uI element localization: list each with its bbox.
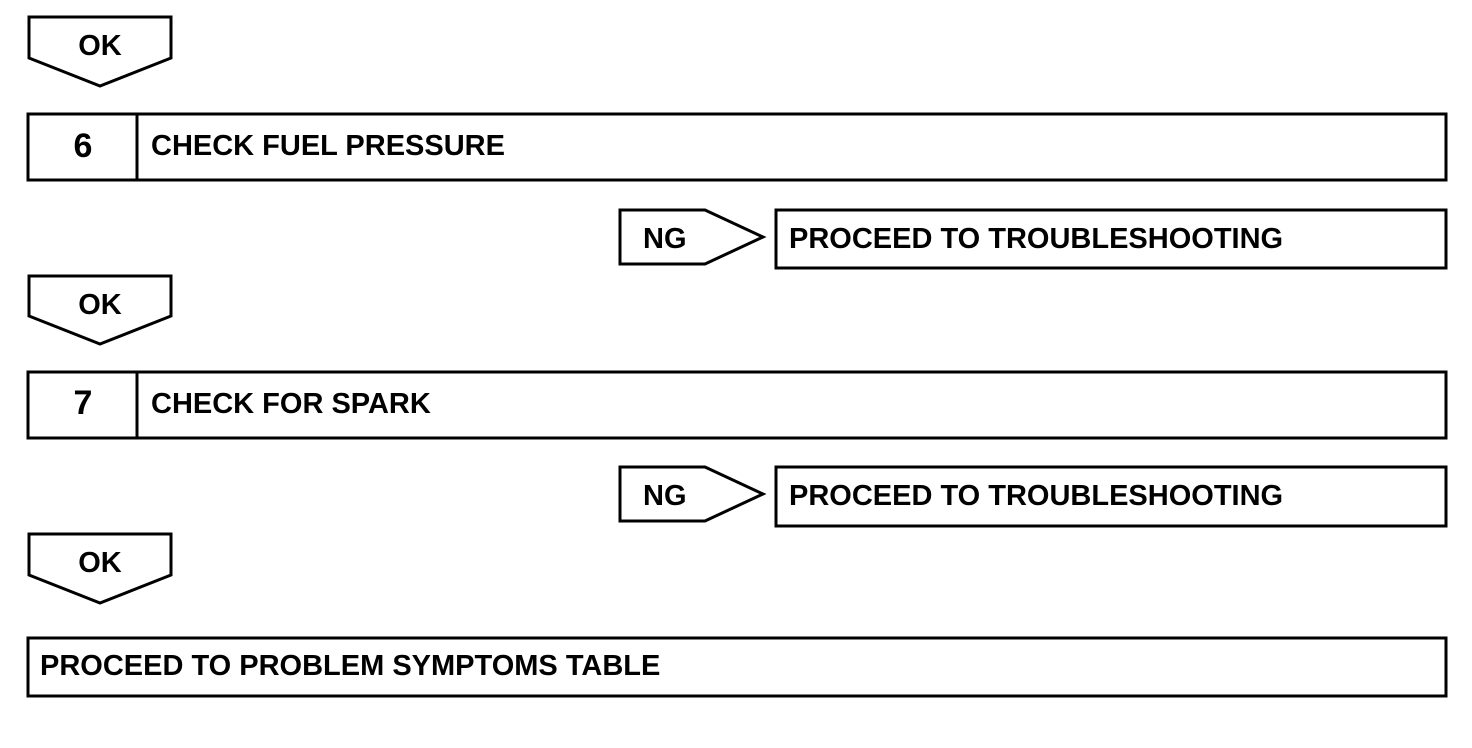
ok-label-3: OK — [78, 547, 122, 579]
ng-label-2: NG — [643, 480, 687, 512]
final-step-title: PROCEED TO PROBLEM SYMPTOMS TABLE — [40, 650, 660, 682]
ok-arrow-1: OK — [27, 15, 173, 88]
ok-arrow-2: OK — [27, 274, 173, 346]
step-6-box: 6 CHECK FUEL PRESSURE — [26, 112, 1448, 182]
final-step-box: PROCEED TO PROBLEM SYMPTOMS TABLE — [26, 636, 1448, 698]
step-title-7: CHECK FOR SPARK — [151, 388, 431, 420]
ng-branch-1: NG PROCEED TO TROUBLESHOOTING — [618, 208, 1448, 270]
ng-action-1: PROCEED TO TROUBLESHOOTING — [789, 223, 1283, 255]
step-number-6: 6 — [74, 127, 93, 165]
step-7-box: 7 CHECK FOR SPARK — [26, 370, 1448, 440]
step-number-7: 7 — [74, 384, 93, 422]
ok-label-1: OK — [78, 30, 122, 62]
ok-label-2: OK — [78, 289, 122, 321]
ng-label-1: NG — [643, 223, 687, 255]
ok-arrow-3: OK — [27, 532, 173, 605]
step-title-6: CHECK FUEL PRESSURE — [151, 130, 505, 162]
ng-branch-2: NG PROCEED TO TROUBLESHOOTING — [618, 465, 1448, 528]
ng-action-2: PROCEED TO TROUBLESHOOTING — [789, 480, 1283, 512]
